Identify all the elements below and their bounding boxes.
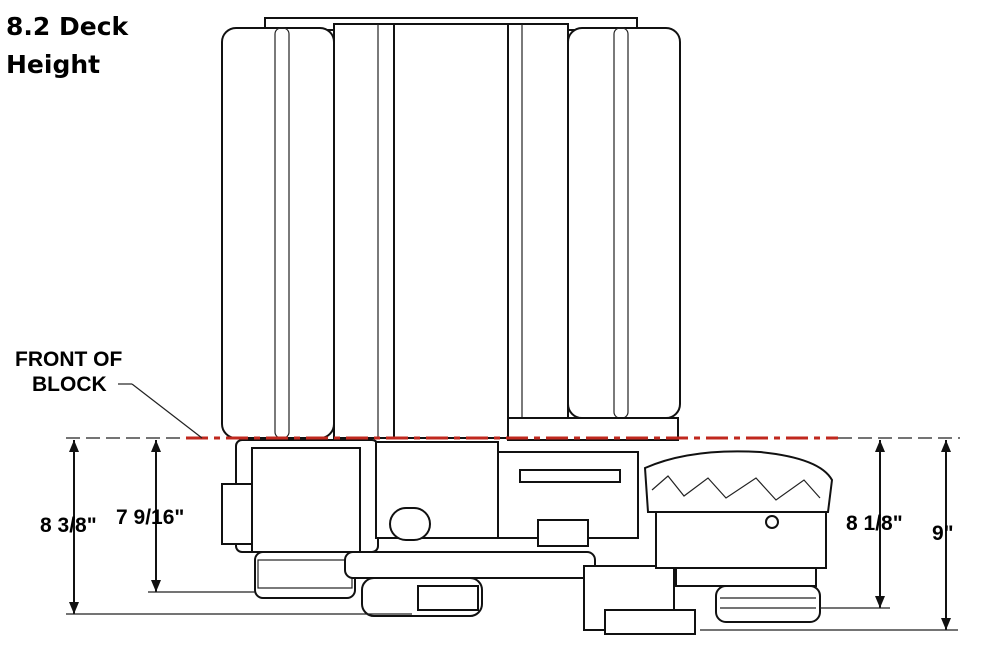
lower-engine-assembly [221, 439, 834, 635]
callout-line-1: FRONT OF [15, 348, 122, 371]
title-line-1: 8.2 Deck [6, 12, 129, 41]
dimension-left-inner: 7 9/16" [116, 440, 255, 593]
dim-label-8-1-8: 8 1/8" [846, 512, 903, 535]
dim-label-8-3-8: 8 3/8" [40, 514, 97, 537]
cylinder-block [221, 17, 681, 441]
dimension-right-outer: 9" [700, 440, 958, 631]
title-line-2: Height [6, 50, 101, 79]
dim-label-7-9-16: 7 9/16" [116, 506, 184, 529]
front-of-block-callout: FRONT OF BLOCK [15, 348, 203, 439]
dimension-left-outer: 8 3/8" [40, 440, 412, 615]
callout-line-2: BLOCK [32, 373, 107, 396]
dim-label-9: 9" [932, 522, 954, 545]
deck-height-title: 8.2 Deck Height [6, 8, 128, 84]
dimension-right-inner: 8 1/8" [820, 440, 903, 609]
